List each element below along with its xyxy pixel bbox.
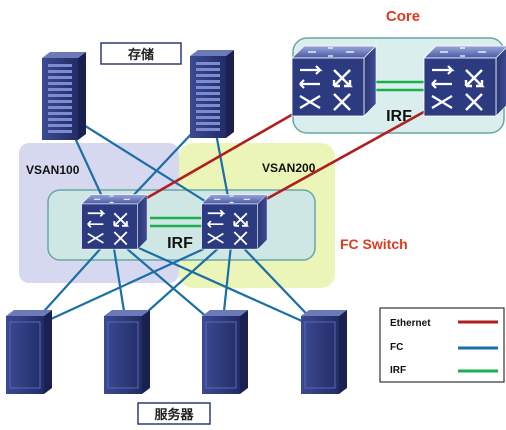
legend-label-irf: IRF: [390, 365, 406, 376]
server-icon-4: [300, 309, 348, 395]
fc-switch-title: FC Switch: [340, 236, 408, 252]
vsan200-label: VSAN200: [262, 161, 316, 175]
server-icon-3: [201, 309, 249, 395]
server-icon-2: [103, 309, 151, 395]
irf-links: [150, 80, 428, 228]
legend-label-ethernet: Ethernet: [390, 318, 431, 329]
servers-label: 服务器: [154, 407, 194, 422]
irf-label-core: IRF: [386, 108, 412, 125]
irf-label-fc: IRF: [167, 235, 193, 252]
server-icon-1: [5, 309, 53, 395]
vsan100-label: VSAN100: [26, 163, 80, 177]
storage-label: 存储: [128, 47, 154, 62]
storage-icon-left: [42, 52, 86, 140]
legend-label-fc: FC: [390, 342, 403, 353]
core-title: Core: [386, 8, 420, 25]
servers-label-box: [137, 402, 211, 425]
core-switch-right-icon: [422, 44, 506, 118]
storage-label-box: [100, 42, 182, 65]
core-switch-left-icon: [290, 44, 378, 118]
fc-switch-left-icon: [80, 193, 149, 251]
fc-switch-right-icon: [200, 193, 269, 251]
storage-icon-right: [190, 50, 234, 138]
legend: Ethernet FC IRF: [379, 307, 505, 383]
